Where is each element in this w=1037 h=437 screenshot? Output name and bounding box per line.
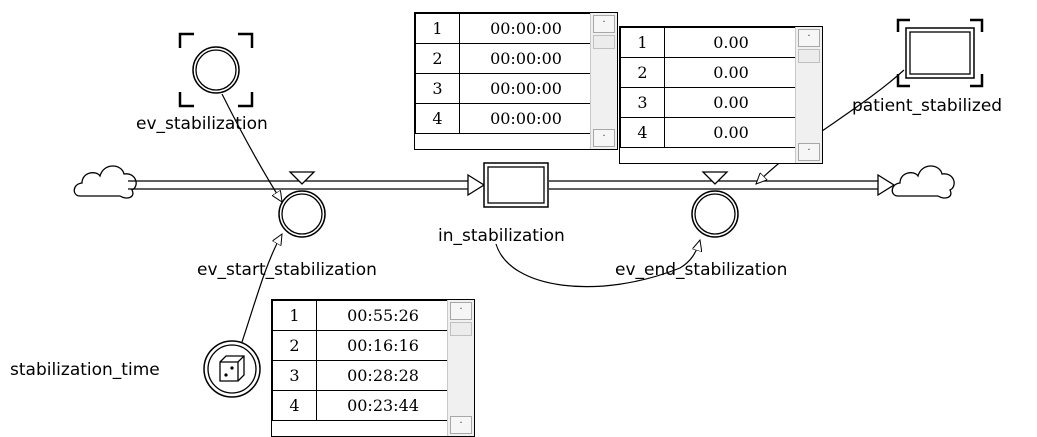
link-stock-to-end — [495, 240, 700, 288]
scroll-thumb[interactable] — [593, 35, 615, 49]
scroll-thumb[interactable] — [798, 49, 820, 63]
row-value: 00:00:00 — [459, 103, 593, 134]
table-row: 4 00:23:44 — [272, 390, 450, 421]
table-row: 1 00:55:26 — [272, 300, 450, 331]
row-index: 2 — [415, 43, 460, 74]
stabilization-time-label: stabilization_time — [10, 360, 160, 380]
row-index: 2 — [272, 330, 317, 361]
table-row: 4 0.00 — [620, 117, 798, 148]
stabilization-time-node[interactable] — [203, 340, 261, 398]
row-value: 0.00 — [664, 117, 798, 148]
in-stabilization-table[interactable]: 1 00:00:00 2 00:00:00 3 00:00:00 4 00:00… — [414, 12, 618, 150]
row-value: 0.00 — [664, 57, 798, 88]
row-index: 4 — [620, 117, 665, 148]
stabilization-time-table[interactable]: 1 00:55:26 2 00:16:16 3 00:28:28 4 00:23… — [271, 299, 475, 437]
patient-stabilized-label: patient_stabilized — [852, 96, 1003, 116]
row-value: 00:16:16 — [316, 330, 450, 361]
row-value: 00:00:00 — [459, 43, 593, 74]
scrollbar[interactable]: · · — [447, 300, 474, 436]
table-row: 2 00:00:00 — [415, 43, 593, 74]
row-value: 00:23:44 — [316, 390, 450, 421]
row-index: 4 — [415, 103, 460, 134]
sink-cloud-icon — [891, 165, 955, 199]
valve-end-icon — [701, 171, 729, 185]
table-row: 1 0.00 — [620, 27, 798, 58]
row-index: 1 — [620, 27, 665, 58]
patient-stabilized-stock[interactable] — [896, 18, 984, 88]
ev-stabilization-node[interactable] — [178, 32, 254, 108]
dice-icon — [219, 355, 245, 382]
row-value: 0.00 — [664, 27, 798, 58]
scroll-down-button[interactable]: · — [798, 143, 820, 161]
scrollbar[interactable]: · · — [590, 13, 617, 149]
scroll-up-button[interactable]: · — [450, 302, 472, 320]
table-row: 3 0.00 — [620, 87, 798, 118]
patient-stabilized-table[interactable]: 1 0.00 2 0.00 3 0.00 4 0.00 · · — [619, 26, 823, 164]
ev-start-stabilization-node[interactable] — [278, 190, 326, 238]
scroll-up-button[interactable]: · — [798, 29, 820, 47]
row-index: 3 — [272, 360, 317, 391]
table-row: 3 00:00:00 — [415, 73, 593, 104]
source-cloud-icon — [73, 165, 137, 199]
ev-start-stabilization-label: ev_start_stabilization — [197, 260, 377, 280]
table-row: 3 00:28:28 — [272, 360, 450, 391]
link-ev-stabilization-to-start — [221, 93, 282, 202]
table-row: 2 0.00 — [620, 57, 798, 88]
row-value: 00:55:26 — [316, 300, 450, 331]
table-row: 4 00:00:00 — [415, 103, 593, 134]
row-value: 00:28:28 — [316, 360, 450, 391]
ev-stabilization-label: ev_stabilization — [136, 114, 268, 134]
row-index: 1 — [415, 13, 460, 44]
row-value: 00:00:00 — [459, 13, 593, 44]
in-stabilization-stock[interactable] — [483, 162, 549, 208]
row-index: 2 — [620, 57, 665, 88]
ev-end-stabilization-node[interactable] — [691, 190, 739, 238]
row-index: 4 — [272, 390, 317, 421]
row-index: 3 — [620, 87, 665, 118]
row-value: 00:00:00 — [459, 73, 593, 104]
row-value: 0.00 — [664, 87, 798, 118]
link-time-to-start — [241, 234, 282, 343]
link-patient-to-end — [756, 69, 905, 184]
scrollbar[interactable]: · · — [795, 27, 822, 163]
scroll-down-button[interactable]: · — [450, 416, 472, 434]
valve-start-icon — [288, 171, 316, 185]
row-index: 1 — [272, 300, 317, 331]
table-row: 1 00:00:00 — [415, 13, 593, 44]
scroll-thumb[interactable] — [450, 322, 472, 336]
scroll-down-button[interactable]: · — [593, 129, 615, 147]
in-stabilization-label: in_stabilization — [438, 226, 565, 246]
table-row: 2 00:16:16 — [272, 330, 450, 361]
scroll-up-button[interactable]: · — [593, 15, 615, 33]
ev-end-stabilization-label: ev_end_stabilization — [615, 260, 788, 280]
row-index: 3 — [415, 73, 460, 104]
